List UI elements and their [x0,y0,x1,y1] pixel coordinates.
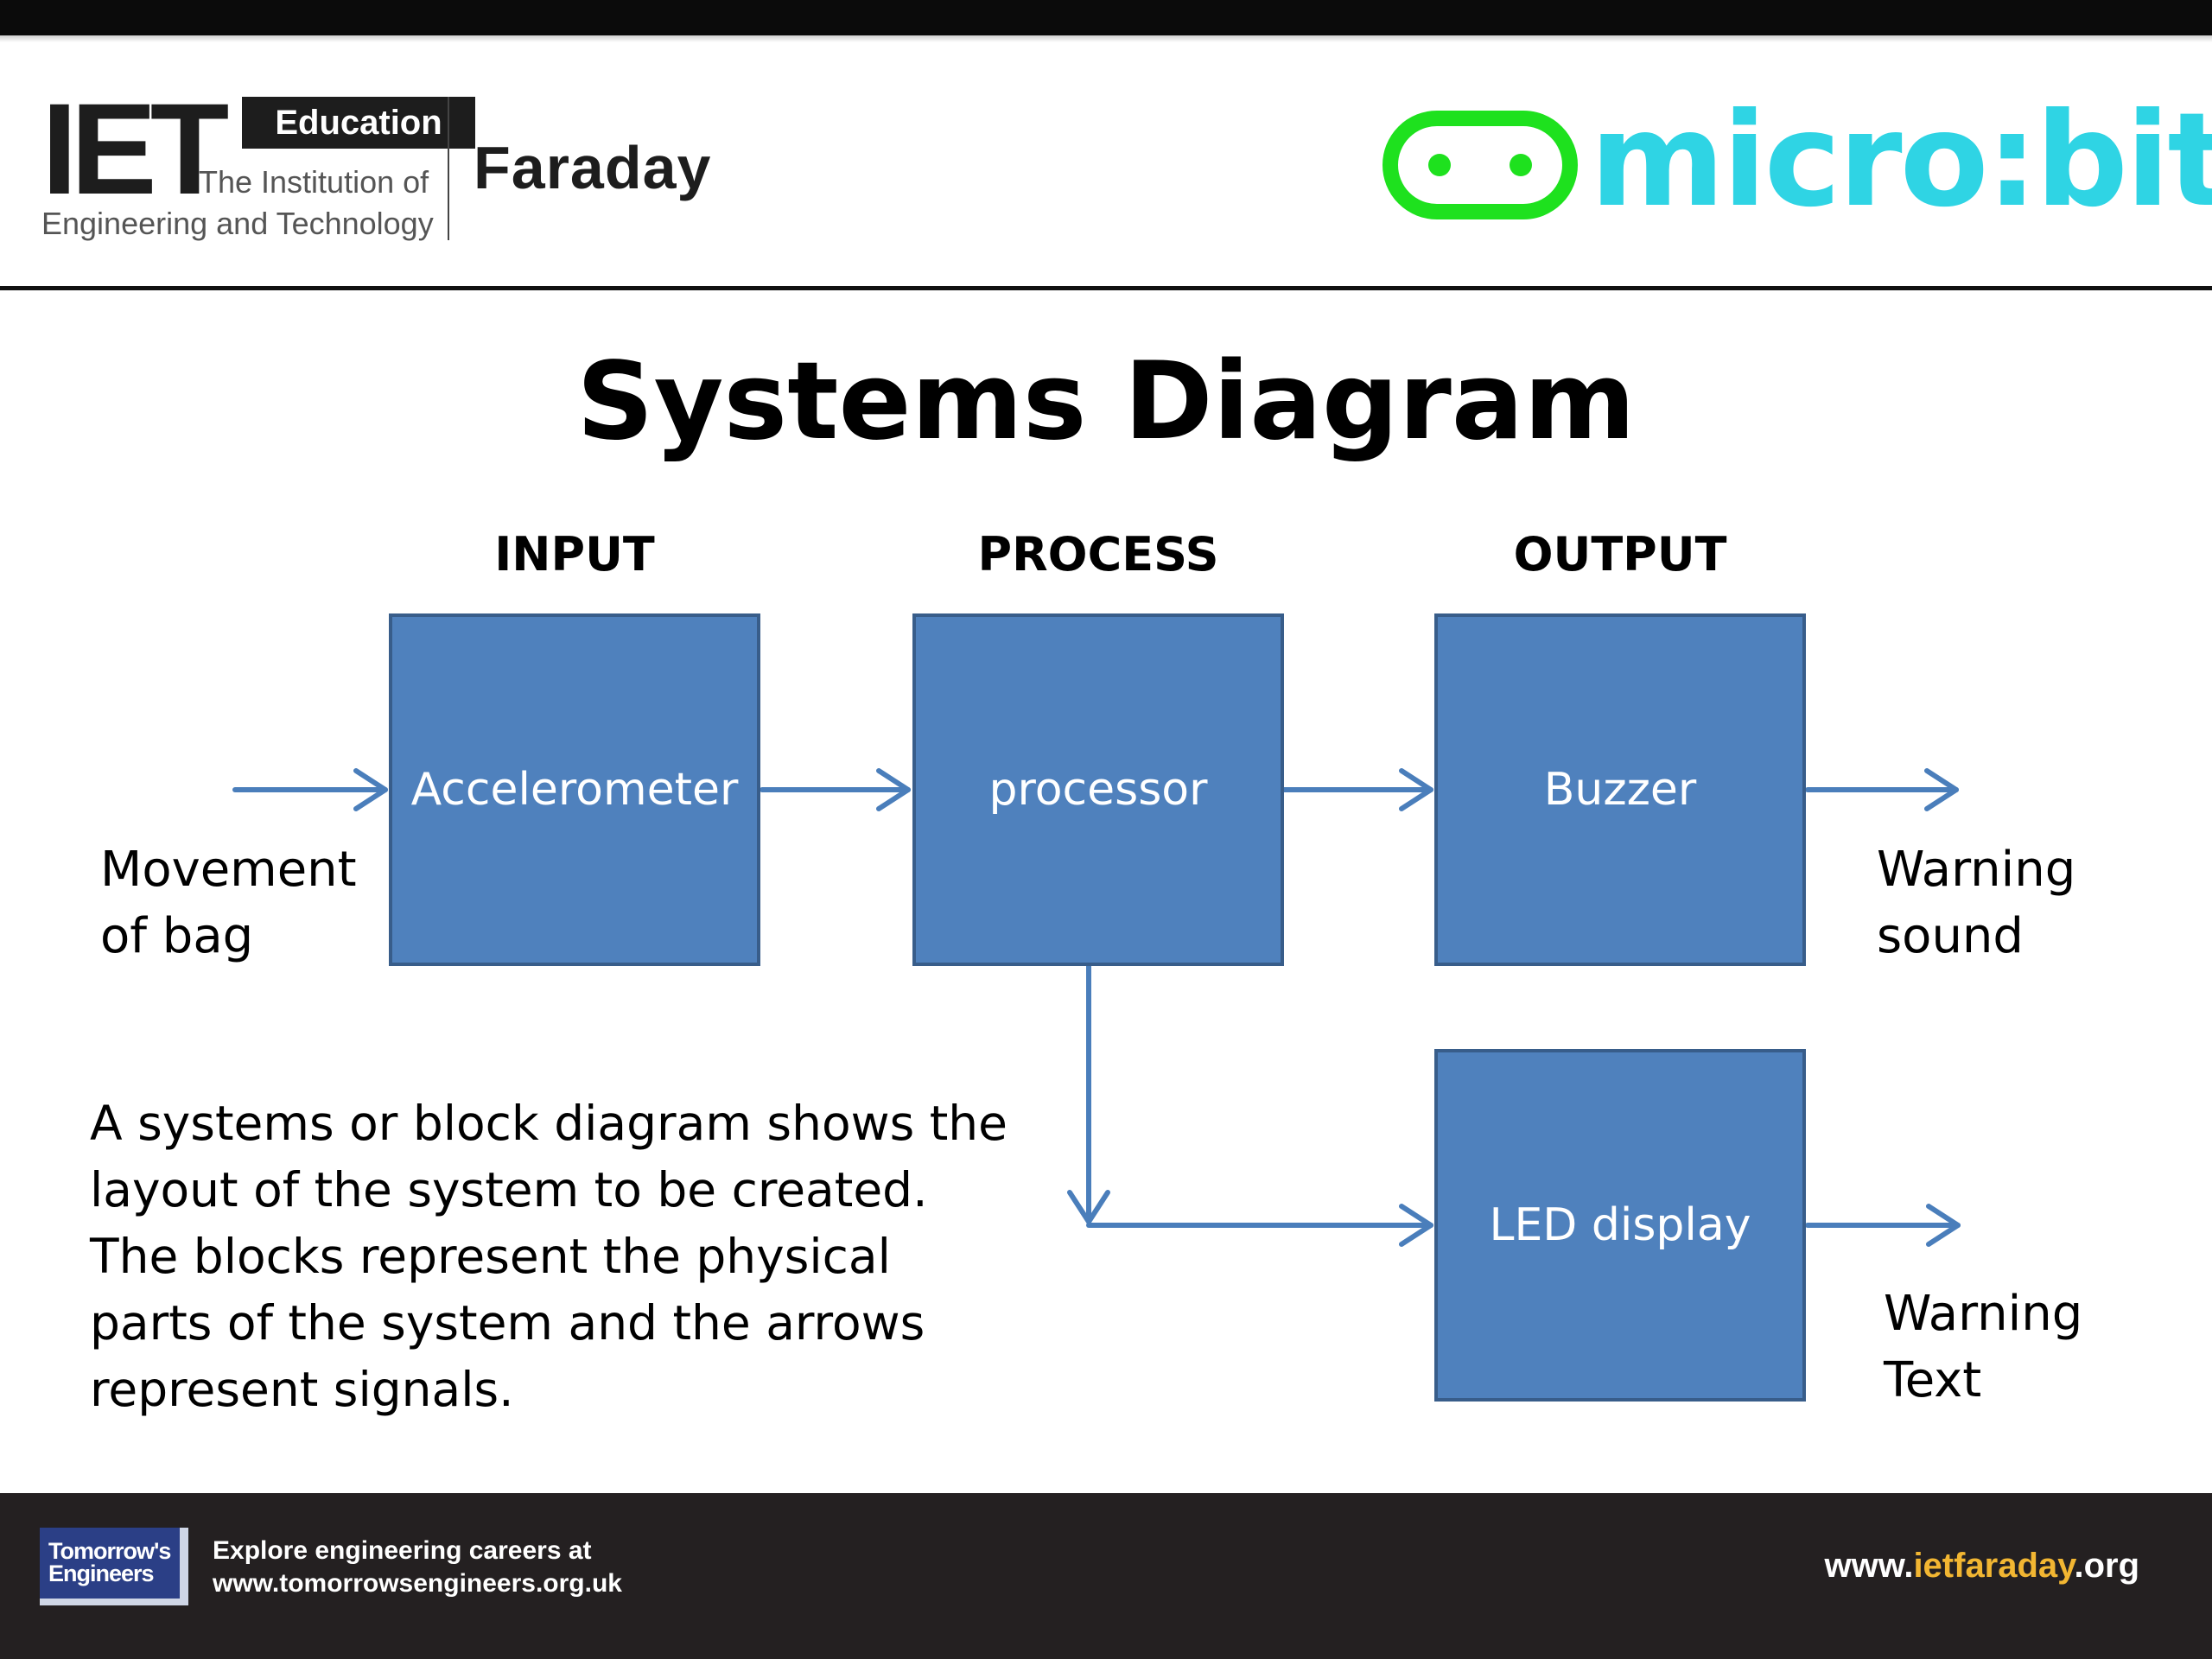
arrow-processor-to-led-display [1086,1204,1433,1247]
column-heading-output: OUTPUT [1513,527,1727,582]
arrow-movement-to-accelerometer [232,768,388,811]
block-accelerometer: Accelerometer [389,613,760,966]
institution-line-1: The Institution of [199,164,429,200]
top-bar [0,0,2212,35]
logo-divider [448,97,449,240]
label-movement-of-bag: Movement of bag [100,836,357,969]
block-led-display-label: LED display [1489,1199,1751,1251]
arrow-processor-to-buzzer [1281,768,1433,811]
careers-text: Explore engineering careers at www.tomor… [213,1535,622,1600]
column-heading-input: INPUT [494,527,655,582]
arrow-led-display-to-warning-text [1805,1204,1961,1247]
label-warning-sound-line-1: Warning [1877,842,2076,898]
institution-line-2: Engineering and Technology [41,206,434,241]
microbit-logo: micro:bit [1382,92,2212,230]
slide-footer: Tomorrow's Engineers Explore engineering… [0,1493,2212,1659]
arrow-accelerometer-to-processor [760,768,911,811]
header-divider [0,286,2212,290]
slide-title: Systems Diagram [576,340,1636,464]
block-buzzer: Buzzer [1434,613,1806,966]
microbit-face-icon [1382,111,1578,219]
ietfaraday-link[interactable]: www.ietfaraday.org [1824,1547,2139,1586]
arrow-processor-down [1067,924,1110,1224]
te-logo-line-1: Tomorrow's [48,1538,171,1564]
label-warning-text: Warning Text [1884,1281,2082,1414]
block-processor-label: processor [988,764,1208,816]
label-movement-line-2: of bag [100,908,254,964]
label-warning-sound-line-2: sound [1877,908,2024,964]
site-highlight: ietfaraday [1913,1547,2075,1585]
diagram-explanation: A systems or block diagram shows the lay… [90,1096,1007,1417]
site-prefix: www. [1824,1547,1914,1585]
iet-mark: IET [41,76,229,221]
faraday-wordmark: Faraday [474,134,712,201]
arrow-buzzer-to-warning-sound [1805,768,1959,811]
block-led-display: LED display [1434,1049,1806,1402]
careers-line-1: Explore engineering careers at [213,1536,592,1565]
block-accelerometer-label: Accelerometer [410,764,739,816]
te-logo-line-2: Engineers [48,1560,155,1586]
top-bar-shadow [0,35,2212,42]
block-processor: processor [912,613,1284,966]
careers-link[interactable]: www.tomorrowsengineers.org.uk [213,1569,622,1598]
column-heading-process: PROCESS [977,527,1219,582]
site-suffix: .org [2074,1547,2139,1585]
label-movement-line-1: Movement [100,842,357,898]
label-warning-text-line-1: Warning [1884,1286,2083,1342]
block-buzzer-label: Buzzer [1543,764,1697,816]
label-warning-sound: Warning sound [1877,836,2075,969]
label-warning-text-line-2: Text [1884,1352,1982,1408]
microbit-wordmark: micro:bit [1590,86,2212,236]
tomorrows-engineers-logo: Tomorrow's Engineers [40,1528,188,1605]
education-badge: Education [242,97,475,149]
